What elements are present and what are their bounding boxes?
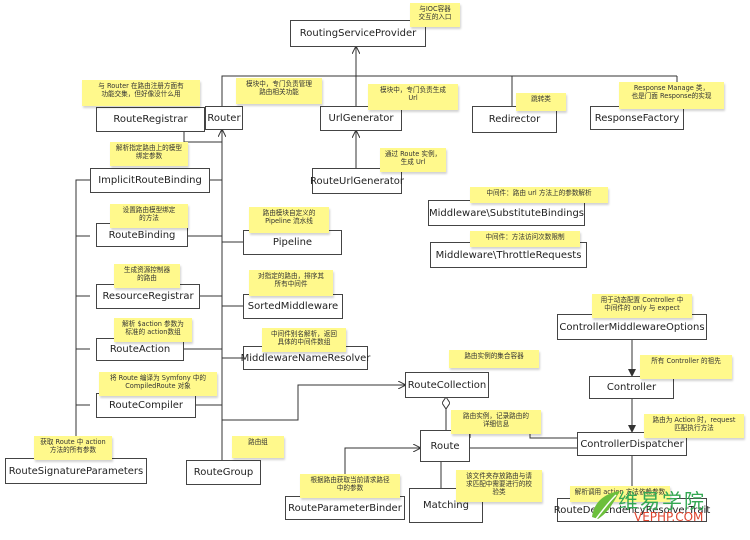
note-route-collection: 路由实例的集合容器 — [449, 350, 539, 368]
note-route-signature-parameters: 获取 Route 中 action 方法的所有参数 — [34, 436, 112, 460]
note-route-url-generator: 通过 Route 实例， 生成 Url — [380, 148, 446, 172]
note-matching: 该文件夹存放路由与请 求匹配中需要进行的校 验类 — [456, 470, 542, 502]
note-router: 模块中，专门负责管理 路由相关功能 — [236, 78, 322, 104]
class-controller[interactable]: Controller — [589, 376, 674, 399]
class-router[interactable]: Router — [205, 106, 243, 130]
note-route-binding: 设置路由模型绑定 的方法 — [110, 204, 188, 228]
class-pipeline[interactable]: Pipeline — [243, 230, 342, 255]
note-route-parameter-binder: 根据路由获取当前请求路径 中的参数 — [300, 474, 400, 498]
note-response-factory: Response Manage 类， 也是门面 Response的实现 — [619, 82, 724, 109]
note-implicit-route-binding: 解析指定路由上的模型 绑定参数 — [110, 142, 188, 166]
class-response-factory[interactable]: ResponseFactory — [590, 106, 684, 130]
class-route-compiler[interactable]: RouteCompiler — [96, 393, 196, 418]
class-route-signature-parameters[interactable]: RouteSignatureParameters — [5, 458, 147, 484]
class-route-registrar[interactable]: RouteRegistrar — [96, 107, 205, 132]
note-resource-registrar: 生成资源控制器 的路由 — [114, 264, 180, 288]
note-ioc-entry: 与IOC容器 交互的入口 — [410, 3, 460, 27]
leaf-logo-icon — [592, 491, 620, 520]
note-route-dependency-resolver: 解析调用 action 方法依赖参数 — [570, 486, 670, 502]
class-route-parameter-binder[interactable]: RouteParameterBinder — [285, 496, 405, 520]
note-pipeline: 路由模块自定义的 Pipeline 流水线 — [249, 207, 329, 233]
class-route[interactable]: Route — [420, 430, 470, 462]
note-controller-dispatcher: 路由为 Action 时，request 匹配执行方法 — [644, 414, 744, 438]
line-router-collection — [222, 385, 405, 421]
note-substitute-bindings: 中间件：路由 url 方法上的参数解析 — [470, 187, 608, 203]
class-url-generator[interactable]: UrlGenerator — [320, 106, 402, 131]
class-route-group[interactable]: RouteGroup — [186, 460, 261, 485]
class-middleware-substitute-bindings[interactable]: Middleware\SubstituteBindings — [428, 200, 585, 226]
note-redirector: 跳转类 — [516, 93, 566, 111]
note-route: 路由实例，记录路由的 详细信息 — [451, 410, 541, 434]
note-route-registrar: 与 Router 在路由注册方面有 功能交集，但好像没什么用 — [82, 80, 200, 106]
note-middleware-name-resolver: 中间件别名解析，返回 具体的中间件数组 — [262, 328, 346, 352]
note-controller: 所有 Controller 的祖先 — [640, 355, 732, 379]
watermark: 维易学院 VEPHP.COM — [588, 485, 738, 533]
note-route-group: 路由组 — [232, 436, 284, 458]
note-controller-middleware-options: 用于动态配置 Controller 中 中间件的 only 与 expect — [592, 294, 692, 318]
watermark-chinese: 维易学院 — [618, 489, 706, 513]
line-router-provider — [221, 75, 677, 106]
class-routing-service-provider[interactable]: RoutingServiceProvider — [290, 20, 426, 47]
line-left-bus — [75, 179, 90, 458]
class-controller-middleware-options[interactable]: ControllerMiddlewareOptions — [557, 314, 707, 340]
watermark-latin: VEPHP.COM — [634, 510, 704, 524]
note-route-compiler: 将 Route 编译为 Symfony 中的 CompiledRoute 对象 — [99, 372, 217, 396]
note-sorted-middleware: 对指定的路由，排序其 所有中间件 — [249, 270, 333, 296]
note-throttle-requests: 中间件：方法访问次数限制 — [470, 231, 580, 247]
class-route-collection[interactable]: RouteCollection — [405, 372, 489, 398]
note-route-action: 解析 $action 参数为 标准的 action数组 — [114, 318, 192, 342]
note-url-generator: 模块中，专门负责生成 Url — [368, 84, 458, 110]
class-route-url-generator[interactable]: RouteUrlGenerator — [310, 168, 404, 194]
class-implicit-route-binding[interactable]: ImplicitRouteBinding — [90, 168, 210, 193]
class-sorted-middleware[interactable]: SortedMiddleware — [243, 294, 343, 319]
